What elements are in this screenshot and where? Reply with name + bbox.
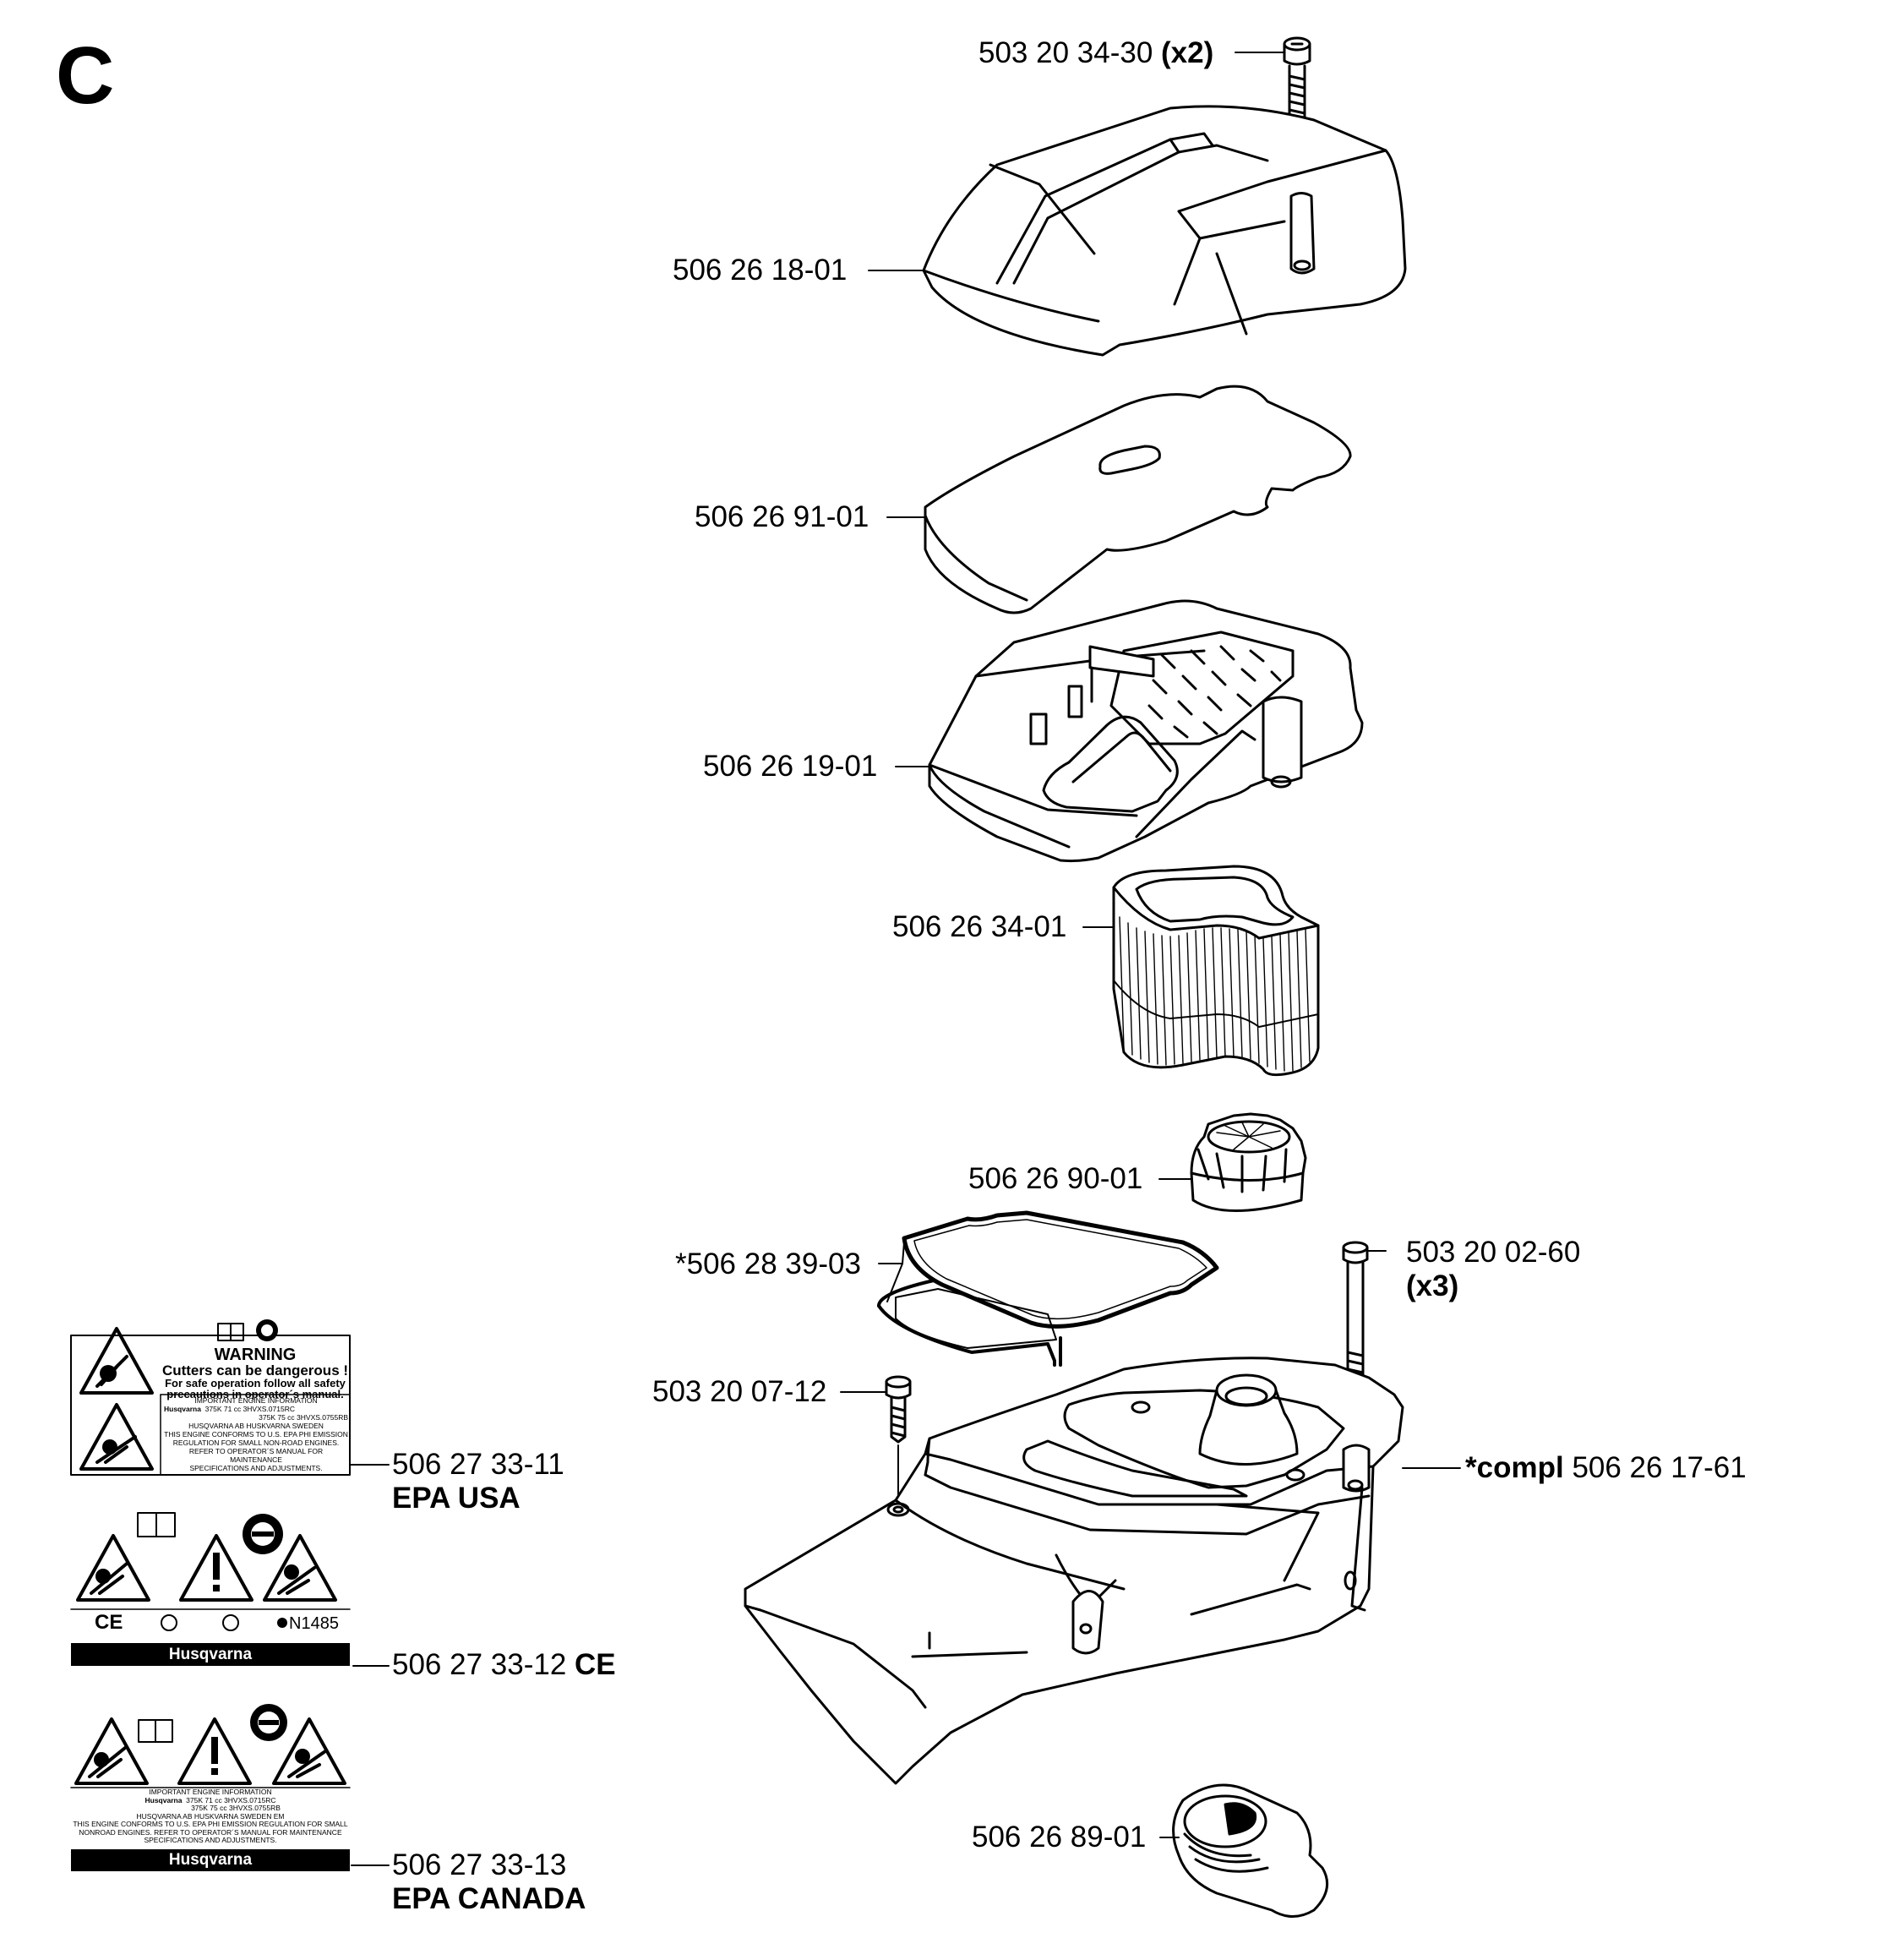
decal-epa-usa xyxy=(70,1319,351,1476)
decal-epa-canada xyxy=(70,1704,351,1871)
decal-number: 506 27 33-13 xyxy=(392,1848,567,1881)
label-base: *compl 506 26 17-61 xyxy=(1465,1451,1747,1485)
warning-triangle-icon xyxy=(263,1534,337,1602)
label-knob: 506 26 90-01 xyxy=(968,1162,1143,1195)
label-screw-small: 503 20 07-12 xyxy=(652,1375,827,1408)
filter-holder-drawing xyxy=(928,599,1364,863)
part-number: 503 20 34-30 xyxy=(978,36,1153,69)
brand: Husqvarna xyxy=(144,1795,183,1804)
model-line: 375K 71 cc 3HVXS.0715RC xyxy=(186,1795,276,1804)
info-title: IMPORTANT ENGINE INFORMATION xyxy=(194,1396,318,1405)
warning-line: Cutters can be dangerous ! xyxy=(161,1362,349,1379)
info-text: NONROAD ENGINES. REFER TO OPERATOR´S MAN… xyxy=(79,1827,342,1837)
warning-line: precautions in operator´s manual. xyxy=(166,1388,344,1400)
grommet-drawing xyxy=(1172,1783,1329,1918)
decal-number: 506 27 33-11 xyxy=(392,1448,564,1481)
info-text: SPECIFICATIONS AND ADJUSTMENTS. xyxy=(189,1464,323,1472)
knob-drawing xyxy=(1190,1112,1307,1212)
label-foam: 506 26 91-01 xyxy=(695,500,869,533)
label-decal-epa-usa: 506 27 33-11 EPA USA xyxy=(392,1448,564,1515)
label-screw-top: 503 20 34-30 (x2) xyxy=(978,36,1213,70)
decal-name: EPA USA xyxy=(392,1482,521,1515)
info-text: THIS ENGINE CONFORMS TO U.S. EPA PHI EMI… xyxy=(164,1430,348,1439)
decal-name: EPA CANADA xyxy=(392,1882,586,1915)
decal-epa-usa-info: IMPORTANT ENGINE INFORMATION Husqvarna 3… xyxy=(164,1396,348,1472)
address: HUSQVARNA AB HUSKVARNA SWEDEN EM xyxy=(136,1811,285,1821)
decal-ce-brand: Husqvarna xyxy=(168,1646,253,1663)
warning-triangle-icon xyxy=(76,1534,150,1602)
leader-lines xyxy=(349,52,1461,1866)
part-prefix: *compl xyxy=(1465,1451,1564,1484)
n-mark: N1485 xyxy=(289,1614,339,1633)
decal-epa-usa-warning: WARNING Cutters can be dangerous ! For s… xyxy=(161,1346,350,1400)
foam-prefilter-drawing xyxy=(924,385,1352,614)
info-text: REGULATION FOR SMALL NON-ROAD ENGINES. xyxy=(172,1439,340,1447)
label-cover: 506 26 18-01 xyxy=(673,254,848,287)
gasket-drawing xyxy=(877,1210,1219,1367)
part-qty: (x3) xyxy=(1406,1269,1459,1302)
info-title: IMPORTANT ENGINE INFORMATION xyxy=(149,1788,272,1796)
model-line: 375K 75 cc 3HVXS.0755RB xyxy=(191,1804,281,1812)
model-line: 375K 71 cc 3HVXS.0715RC xyxy=(204,1405,295,1413)
part-number: 506 26 17-61 xyxy=(1572,1451,1747,1484)
warning-triangle-icon xyxy=(74,1717,149,1785)
part-number: 503 20 02-60 xyxy=(1406,1236,1581,1269)
info-text: REFER TO OPERATOR´S MANUAL FOR MAINTENAN… xyxy=(188,1447,324,1464)
brand: Husqvarna xyxy=(164,1405,201,1413)
paper-filter-drawing xyxy=(1112,865,1320,1077)
address: HUSQVARNA AB HUSKVARNA SWEDEN xyxy=(188,1422,324,1430)
model-line: 375K 75 cc 3HVXS.0755RB xyxy=(259,1413,348,1422)
label-decal-epa-canada: 506 27 33-13 EPA CANADA xyxy=(392,1848,586,1916)
decal-epa-canada-brand: Husqvarna xyxy=(168,1851,253,1869)
label-filter: 506 26 34-01 xyxy=(892,910,1067,943)
decal-suffix: CE xyxy=(575,1648,616,1681)
warning-triangle-icon xyxy=(79,1327,154,1395)
info-text: THIS ENGINE CONFORMS TO U.S. EPA PHI EMI… xyxy=(73,1820,348,1828)
info-text: SPECIFICATIONS AND ADJUSTMENTS. xyxy=(144,1836,277,1844)
cylinder-cover-base-drawing xyxy=(744,1357,1404,1785)
air-filter-cover-drawing xyxy=(922,105,1407,357)
label-screw-long: 503 20 02-60 (x3) xyxy=(1406,1236,1580,1303)
warning-title: WARNING xyxy=(214,1346,297,1364)
warning-triangle-icon xyxy=(179,1534,253,1602)
part-qty: (x2) xyxy=(1161,36,1214,69)
decal-epa-canada-info: IMPORTANT ENGINE INFORMATION Husqvarna 3… xyxy=(71,1788,350,1845)
warning-line: For safe operation follow all safety xyxy=(165,1377,346,1389)
label-decal-ce: 506 27 33-12 CE xyxy=(392,1648,616,1682)
ce-mark: CE xyxy=(95,1611,123,1634)
section-letter: C xyxy=(56,30,115,121)
small-screw-drawing xyxy=(885,1375,912,1504)
exclamation-icon xyxy=(211,1737,218,1764)
warning-triangle-icon xyxy=(177,1717,252,1785)
label-holder: 506 26 19-01 xyxy=(703,750,878,783)
decal-number: 506 27 33-12 xyxy=(392,1648,567,1681)
label-grommet: 506 26 89-01 xyxy=(972,1821,1147,1854)
label-gasket: *506 28 39-03 xyxy=(675,1248,861,1280)
decal-ce xyxy=(70,1512,351,1666)
exclamation-icon xyxy=(213,1553,220,1580)
